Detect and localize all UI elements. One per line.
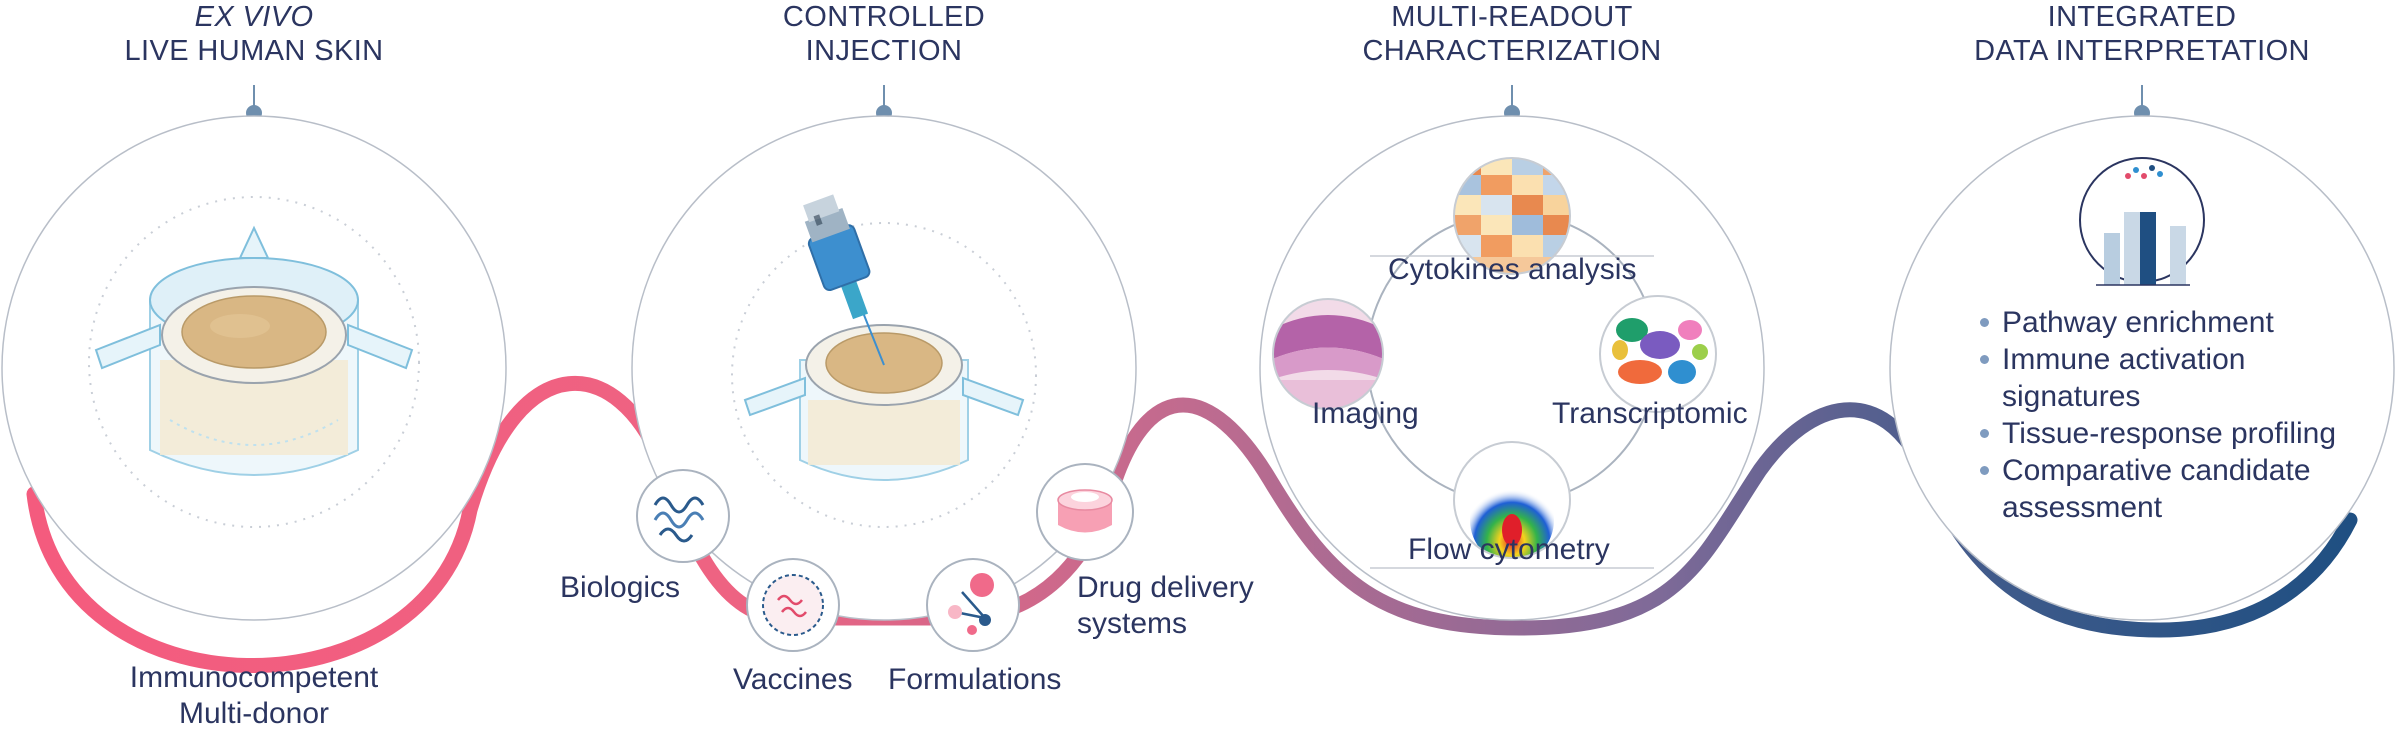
biologics-icon [636,469,730,563]
bullet-tissue: Tissue-response profiling [1978,415,2336,452]
header-multi-readout-line1: MULTI-READOUT [1391,1,1633,33]
vaccines-label: Vaccines [733,663,853,696]
injection-illustration [731,194,1037,528]
bullet-dot [1980,318,1989,327]
bullet-pathway-text: Pathway enrichment [2002,306,2274,339]
bullet-dot [1980,429,1989,438]
imaging-histology-icon [1273,299,1383,409]
formulations-icon [926,558,1020,652]
skin-explant-illustration [88,196,420,528]
header-multi-readout-line2: CHARACTERIZATION [1362,35,1662,67]
bullet-comparative-text: Comparative candidate [2002,454,2311,487]
bullet-dot [1980,466,1989,475]
header-ex-vivo: EX VIVO LIVE HUMAN SKIN [104,0,404,68]
bullet-dot [1980,355,1989,364]
header-multi-readout: MULTI-READOUT CHARACTERIZATION [1332,0,1692,68]
header-integrated: INTEGRATED DATA INTERPRETATION [1962,0,2322,68]
header-connectors [246,85,2150,548]
transcriptomic-umap-icon [1600,296,1716,412]
header-controlled-line2: INJECTION [805,35,963,67]
bullet-tissue-text: Tissue-response profiling [2002,417,2337,450]
flow-cytometry-plot-icon [1454,442,1570,558]
drug-delivery-icon [1036,463,1134,561]
transcriptomic-label: Transcriptomic [1552,397,1748,430]
skin-label: Immunocompetent Multi-donor [104,660,404,732]
flow-cytometry-label: Flow cytometry [1408,533,1610,566]
skin-label-line1: Immunocompetent [129,661,379,694]
drug-delivery-label: Drug delivery systems [1077,570,1254,642]
header-integrated-line1: INTEGRATED [2047,1,2237,33]
bullet-immune-text: Immune activation [2002,343,2246,376]
drug-delivery-label-line1: Drug delivery [1077,571,1254,604]
bullet-comparative: Comparative candidate [1978,452,2336,489]
header-ex-vivo-line1: EX VIVO [194,1,314,33]
bullet-pathway: Pathway enrichment [1978,304,2336,341]
readout-circle [1259,115,1765,621]
header-controlled-injection: CONTROLLED INJECTION [734,0,1034,68]
biologics-label: Biologics [560,571,681,604]
bar-chart-icon [2079,157,2205,286]
bullet-immune-cont: signatures [2002,380,2141,413]
formulations-label: Formulations [888,663,1062,696]
header-controlled-line1: CONTROLLED [782,1,986,33]
bullet-comparative-cont: assessment [2002,491,2163,524]
bullet-immune: Immune activation [1978,341,2336,378]
cytokines-label: Cytokines analysis [1388,253,1637,286]
vaccines-icon [746,558,840,652]
header-integrated-line2: DATA INTERPRETATION [1974,35,2310,67]
interpretation-list: Pathway enrichment Immune activation sig… [1978,304,2336,526]
imaging-label: Imaging [1312,397,1419,430]
header-ex-vivo-line2: LIVE HUMAN SKIN [124,35,384,67]
skin-label-line2: Multi-donor [178,697,330,730]
drug-delivery-label-line2: systems [1077,607,1188,640]
interpretation-circle [1889,115,2395,621]
